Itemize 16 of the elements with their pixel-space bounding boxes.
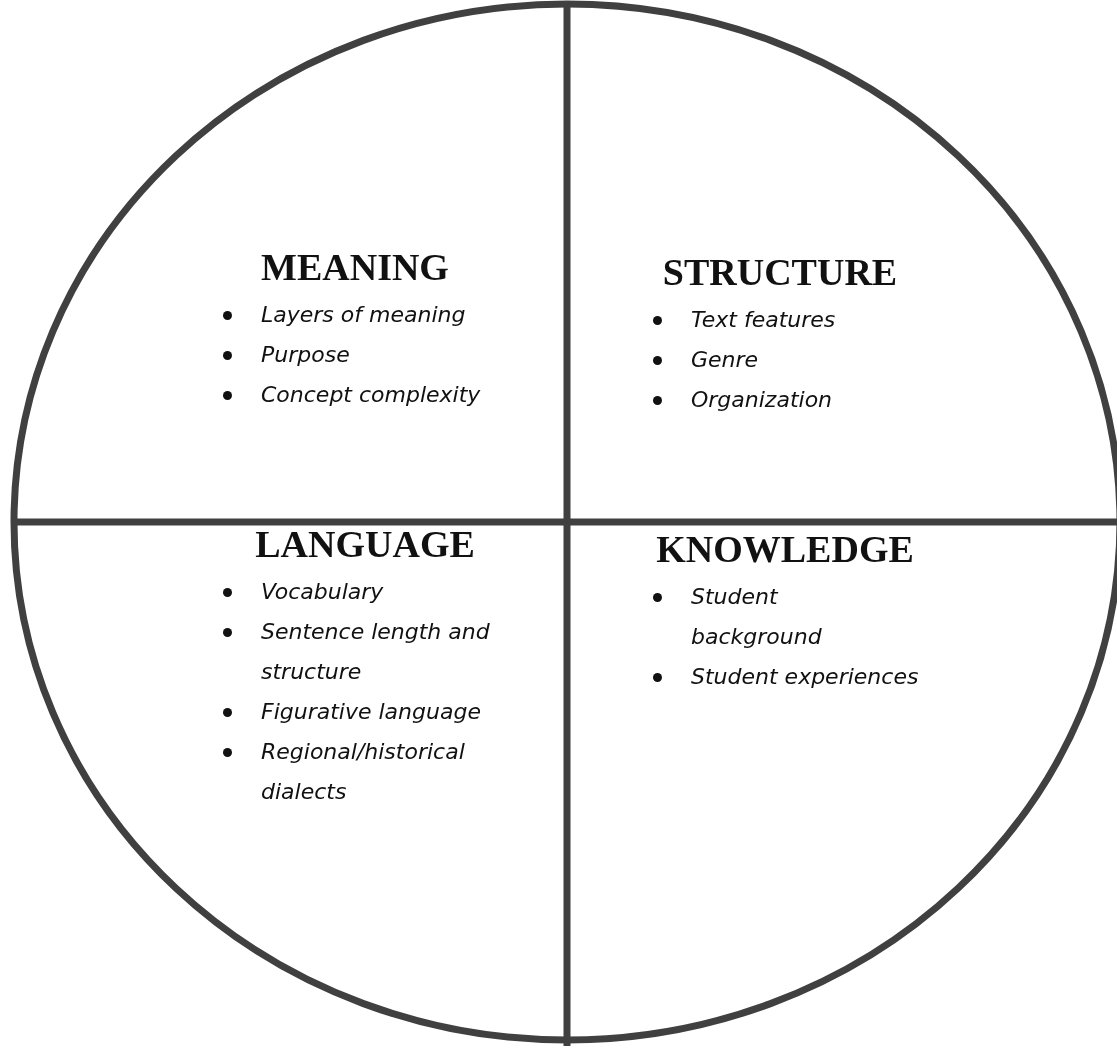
bullet-item: Student experiences	[645, 657, 1005, 697]
section-heading: LANGUAGE	[254, 522, 476, 566]
bullet-item: Organization	[645, 380, 985, 420]
section-heading: STRUCTURE	[661, 250, 899, 294]
bullet-item: Vocabulary	[215, 572, 555, 612]
bullet-item: Purpose	[215, 335, 555, 375]
bullet-item: Text features	[645, 300, 985, 340]
bullet-item: Genre	[645, 340, 985, 380]
bullet-item: Student background	[645, 577, 885, 657]
bullet-item: Figurative language	[215, 692, 555, 732]
section-heading: KNOWLEDGE	[655, 527, 915, 571]
bullet-item: Concept complexity	[215, 375, 555, 415]
bullet-item: Regional/historical dialects	[215, 732, 515, 812]
section-heading: MEANING	[260, 245, 450, 289]
bullet-item: Layers of meaning	[215, 295, 555, 335]
bullet-item: Sentence length and structure	[215, 612, 535, 692]
